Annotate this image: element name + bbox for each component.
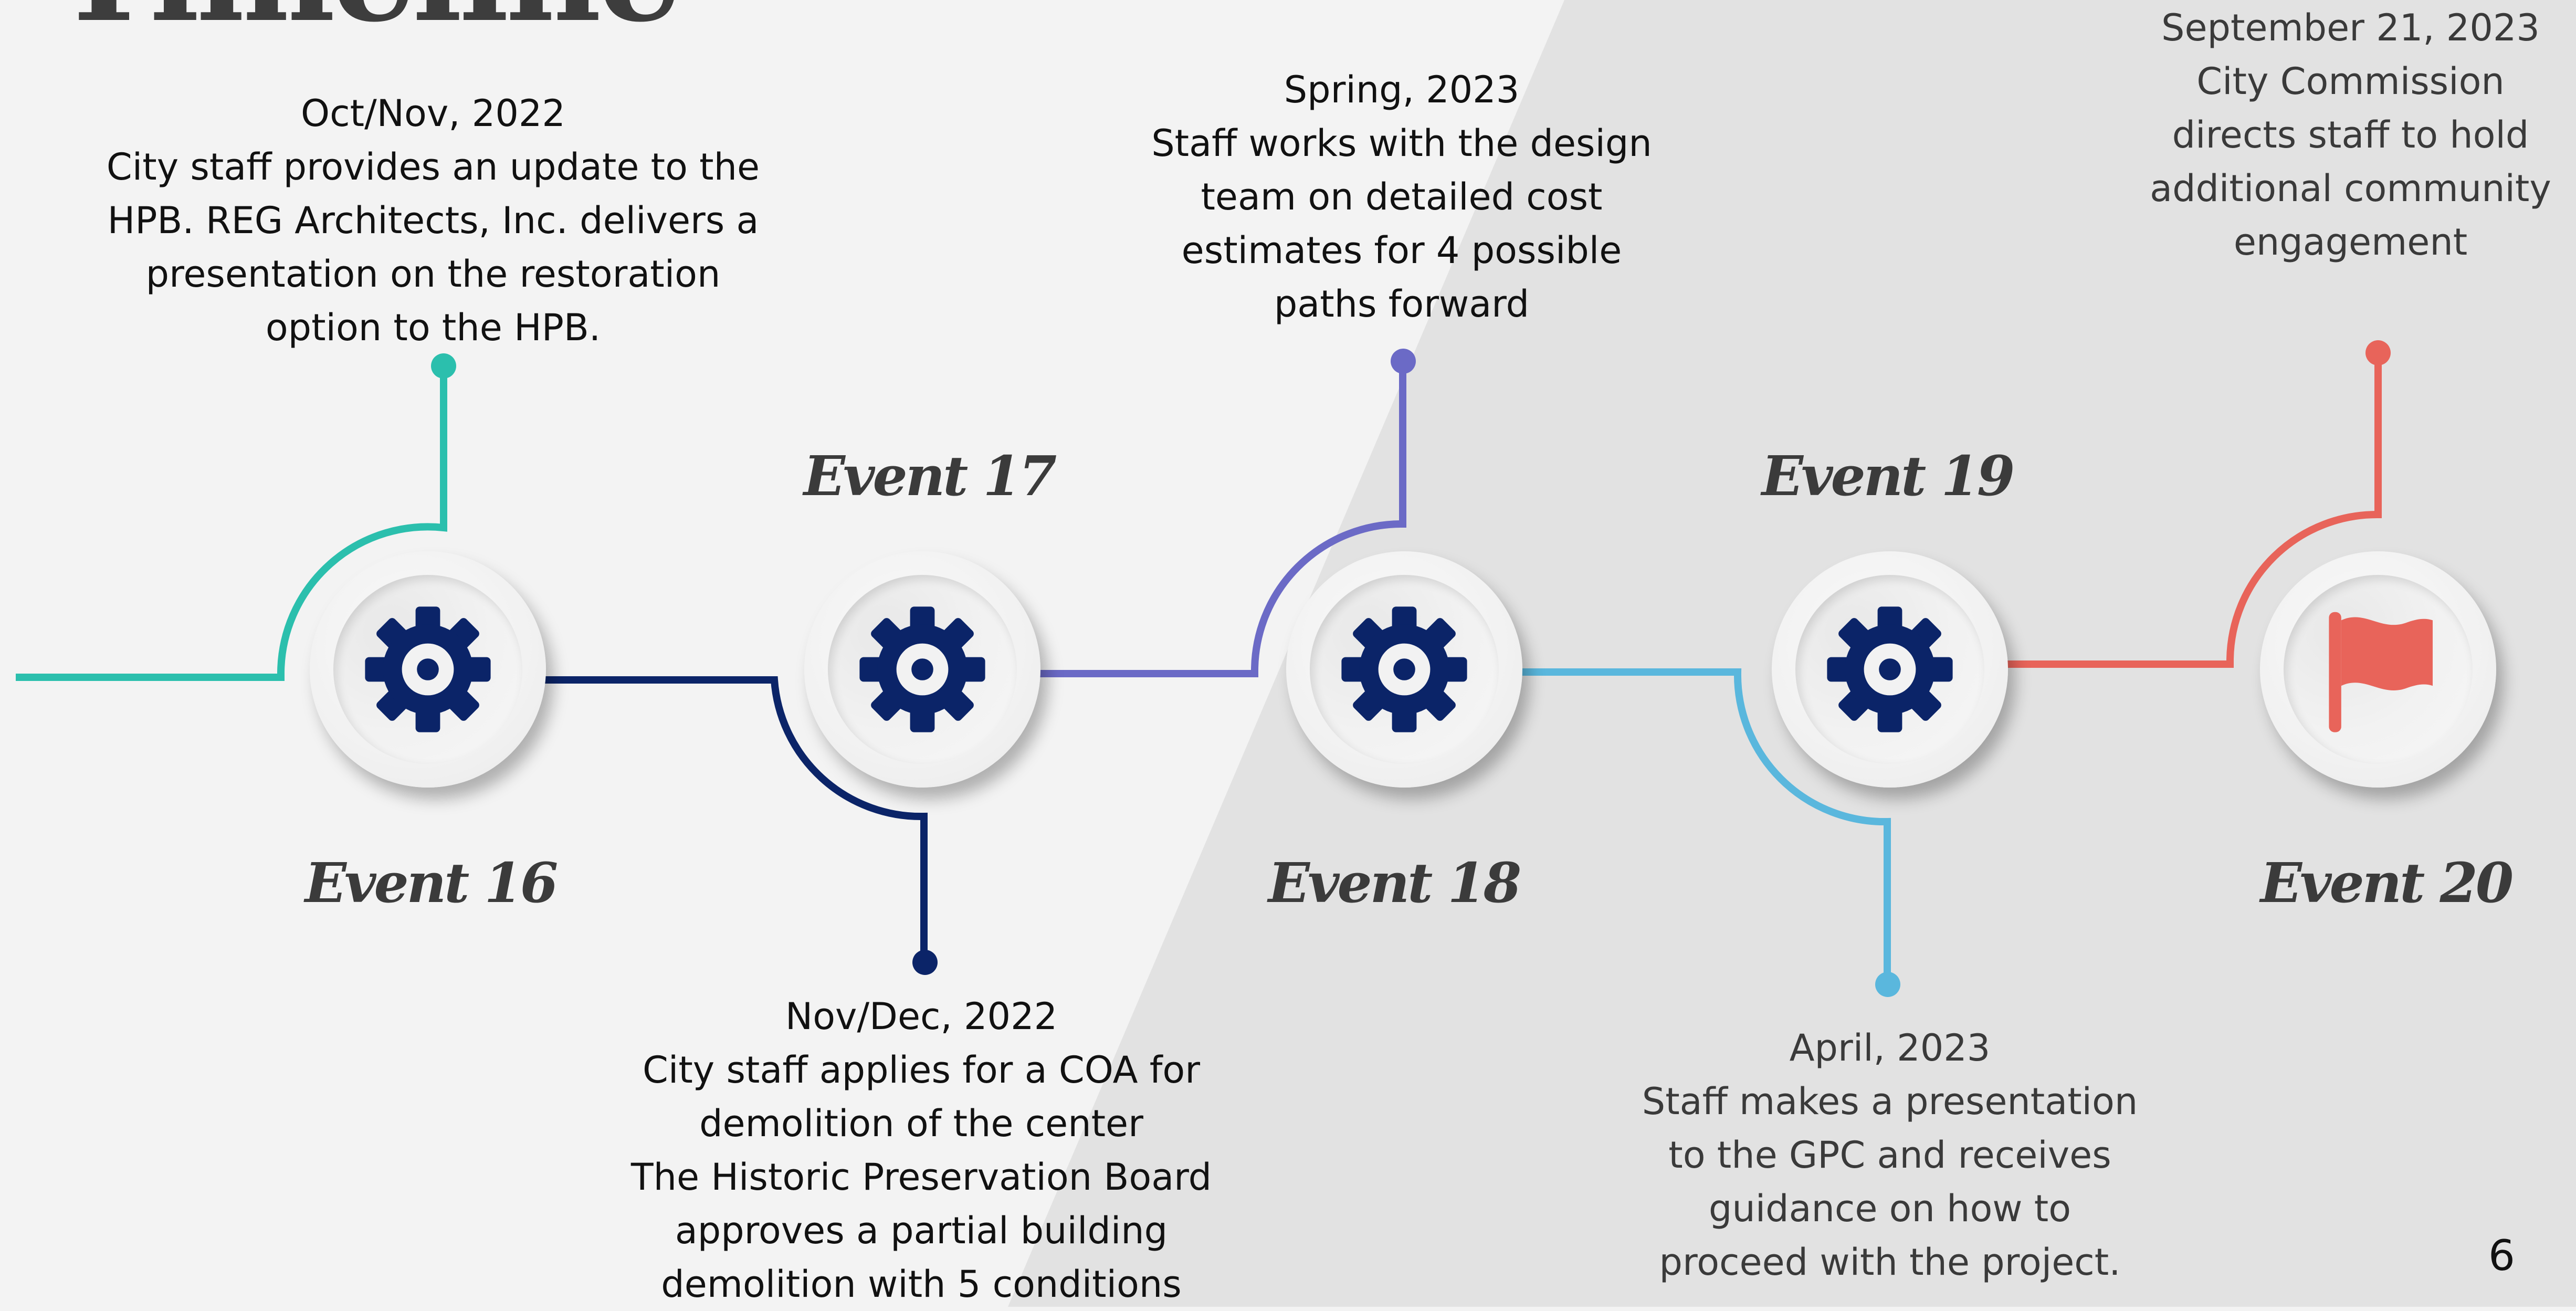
connector-event-17 xyxy=(541,676,928,961)
event-18-note: Spring, 2023 Staff works with the design… xyxy=(1089,63,1714,331)
event-17-description: City staff applies for a COA for demolit… xyxy=(630,1048,1212,1306)
gear-icon xyxy=(859,606,985,732)
event-17-note: Nov/Dec, 2022 City staff applies for a C… xyxy=(593,990,1249,1311)
event-18-node[interactable] xyxy=(1286,551,1522,788)
event-17-node[interactable] xyxy=(804,551,1040,788)
event-18-label: Event 18 xyxy=(1268,851,1521,915)
event-20-label: Event 20 xyxy=(2260,851,2514,915)
gear-icon xyxy=(1341,606,1467,732)
event-20-description: City Commission directs staff to hold ad… xyxy=(2150,60,2551,264)
connector-dot-event-16 xyxy=(431,353,456,379)
event-19-node[interactable] xyxy=(1772,551,2008,788)
event-16-date: Oct/Nov, 2022 xyxy=(301,92,565,135)
connector-event-20 xyxy=(2005,354,2382,668)
flag-icon xyxy=(2329,612,2433,732)
event-20-node[interactable] xyxy=(2260,551,2496,788)
event-19-note: April, 2023 Staff makes a presentation t… xyxy=(1580,1021,2200,1289)
event-17-date: Nov/Dec, 2022 xyxy=(785,995,1058,1038)
event-18-description: Staff works with the design team on deta… xyxy=(1151,122,1652,326)
event-19-label: Event 19 xyxy=(1761,444,2015,508)
event-18-date: Spring, 2023 xyxy=(1284,68,1520,111)
event-17-label: Event 17 xyxy=(803,444,1057,508)
event-20-note: September 21, 2023 City Commission direc… xyxy=(2116,1,2576,269)
event-16-node[interactable] xyxy=(310,551,546,788)
connector-dot-event-19 xyxy=(1875,972,1900,997)
event-19-date: April, 2023 xyxy=(1789,1026,1991,1069)
event-16-note: Oct/Nov, 2022 City staff provides an upd… xyxy=(89,87,777,354)
gear-icon xyxy=(1827,606,1953,732)
event-16-description: City staff provides an update to the HPB… xyxy=(106,145,760,349)
connector-event-16 xyxy=(16,368,447,681)
event-20-date: September 21, 2023 xyxy=(2161,6,2540,49)
connector-event-19 xyxy=(1517,668,1891,982)
page-title: Timeline xyxy=(55,0,681,39)
page-number: 6 xyxy=(2488,1231,2515,1280)
connector-dot-event-17 xyxy=(912,950,938,975)
event-19-description: Staff makes a presentation to the GPC an… xyxy=(1642,1080,2138,1284)
gear-icon xyxy=(365,606,491,732)
connector-dot-event-20 xyxy=(2365,340,2391,365)
event-16-label: Event 16 xyxy=(304,851,558,915)
connector-event-18 xyxy=(1037,362,1406,677)
connector-dot-event-18 xyxy=(1391,349,1416,374)
